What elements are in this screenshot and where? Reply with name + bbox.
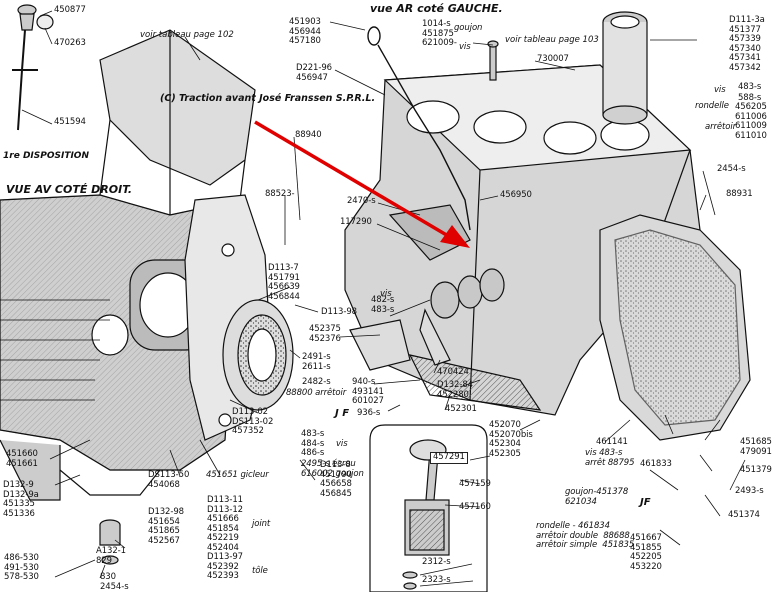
part-label: 456950	[500, 190, 532, 200]
tole-label: tôle	[252, 566, 268, 576]
part-label: 2491-s 2611-s	[302, 352, 331, 372]
part-label: 451374	[728, 510, 760, 520]
part-label: D111-3a 451377 457339 457340 457341 4573…	[729, 15, 765, 73]
part-label: 88940	[295, 130, 322, 140]
part-label: 2482-s	[302, 377, 331, 387]
part-label: 730007	[537, 54, 569, 64]
front-bearing-housing	[222, 299, 294, 411]
vis-label: vis	[459, 42, 471, 52]
rondelle-label: rondelle	[695, 101, 729, 111]
part-label: 461833	[640, 459, 672, 469]
part-label: 470263	[54, 38, 86, 48]
watermark-jf-2: JF	[640, 497, 651, 508]
part-label: 461141	[596, 437, 628, 447]
part-label: 2495-s écrou	[301, 459, 356, 469]
cylinder-liner	[602, 11, 648, 125]
red-pointer-arrow	[254, 120, 470, 248]
part-label: goujon-451378 621034	[565, 487, 629, 507]
part-label: 88523-	[265, 189, 295, 199]
part-label: 470424	[437, 367, 469, 377]
joint-label: joint	[252, 519, 271, 529]
front-right-view-title: VUE AV COTÉ DROIT.	[6, 183, 133, 196]
vis-label: vis	[336, 439, 348, 449]
part-label: 452070 452070bis 452304 452305	[489, 420, 533, 459]
vis-label: vis	[714, 85, 726, 95]
part-label: 940-s 493141 601027	[352, 377, 384, 406]
stud-bolt	[487, 40, 499, 81]
part-label: 88931	[726, 189, 753, 199]
part-label: 486-530 491-530 578-530	[4, 553, 39, 582]
part-label: 936-s	[357, 408, 381, 418]
part-label: D113-7 451791 456639 456844	[268, 263, 300, 302]
part-label: 2470-s	[347, 196, 376, 206]
part-label: 2493-s	[735, 486, 764, 496]
note-see-page-103: voir tableau page 103	[505, 35, 599, 45]
part-label: D132-84 452280	[437, 380, 473, 400]
part-label: 457160	[459, 502, 491, 512]
part-label: D132-9 D132-9a 451335 451336	[3, 480, 39, 519]
part-label: 451379	[740, 465, 772, 475]
rear-left-view-title: vue AR coté GAUCHE.	[370, 2, 503, 15]
part-label: 457159	[459, 479, 491, 489]
part-label: D113-8 451790 456658 456845	[320, 460, 352, 499]
part-label: D132-98 451654 451865 452567	[148, 507, 184, 546]
part-label: D113-98	[321, 307, 357, 317]
part-label: vis 483-s arrêt 88795	[585, 448, 635, 468]
part-label: 450877	[54, 5, 86, 15]
part-label: 452375 452376	[309, 324, 341, 344]
arretoir-label: arrêtoir	[705, 122, 737, 132]
part-label: D221-96 456947	[296, 63, 332, 83]
vis-label: vis	[380, 289, 392, 299]
part-label: 456205 611006 611009 611010	[735, 102, 767, 141]
goujon-label: goujon	[454, 23, 483, 33]
part-label: 451903 456944 457180	[289, 17, 321, 46]
part-label: 2312-s	[422, 557, 451, 567]
rear-timing-cover	[599, 214, 751, 441]
part-label: 483-s	[738, 82, 762, 92]
leader-lines	[21, 10, 746, 587]
camshaft-assembly	[349, 268, 505, 371]
part-label: 117290	[340, 217, 372, 227]
part-label: A132-1 829	[96, 546, 126, 566]
watermark-jf-1: J F	[335, 408, 350, 419]
part-label: 2323-s	[422, 575, 451, 585]
part-label: 452301	[445, 404, 477, 414]
note-see-page-102: voir tableau page 102	[140, 30, 234, 40]
part-label: 2454-s	[717, 164, 746, 174]
part-label: 1014-s 451875 621009-	[422, 19, 457, 48]
part-label: 588-s	[738, 93, 762, 103]
part-label: 483-s 484-s 486-s	[301, 429, 325, 458]
part-label: 451594	[54, 117, 86, 127]
part-label: 451660 451661	[6, 449, 38, 469]
part-label: 830 2454-s	[100, 572, 129, 592]
dipstick-rear	[367, 26, 471, 231]
part-label: 451685 479091	[740, 437, 772, 457]
part-label: rondelle - 461834 arrêtoir double 88688 …	[536, 521, 635, 550]
part-label: 451667 451855 452205 453220	[630, 533, 662, 572]
part-label: 616002 goujon	[301, 469, 364, 479]
part-label: D113-02 DS113-02 457352	[232, 407, 274, 436]
part-label: DS113-50 454068	[148, 470, 190, 490]
part-label-boxed: 457291	[430, 452, 468, 464]
part-label: D113-11 D113-12 451666 451854 452219 452…	[207, 495, 243, 581]
part-label: 482-s 483-s	[371, 295, 395, 315]
part-label: 88800 arrêtoir	[286, 388, 347, 398]
dipstick-first-disposition	[12, 4, 54, 131]
copyright-notice: (C) Traction avant José Franssen S.P.R.L…	[160, 93, 376, 104]
part-label: 451651 gicleur	[206, 470, 269, 480]
first-disposition-title: 1re DISPOSITION	[3, 151, 89, 161]
